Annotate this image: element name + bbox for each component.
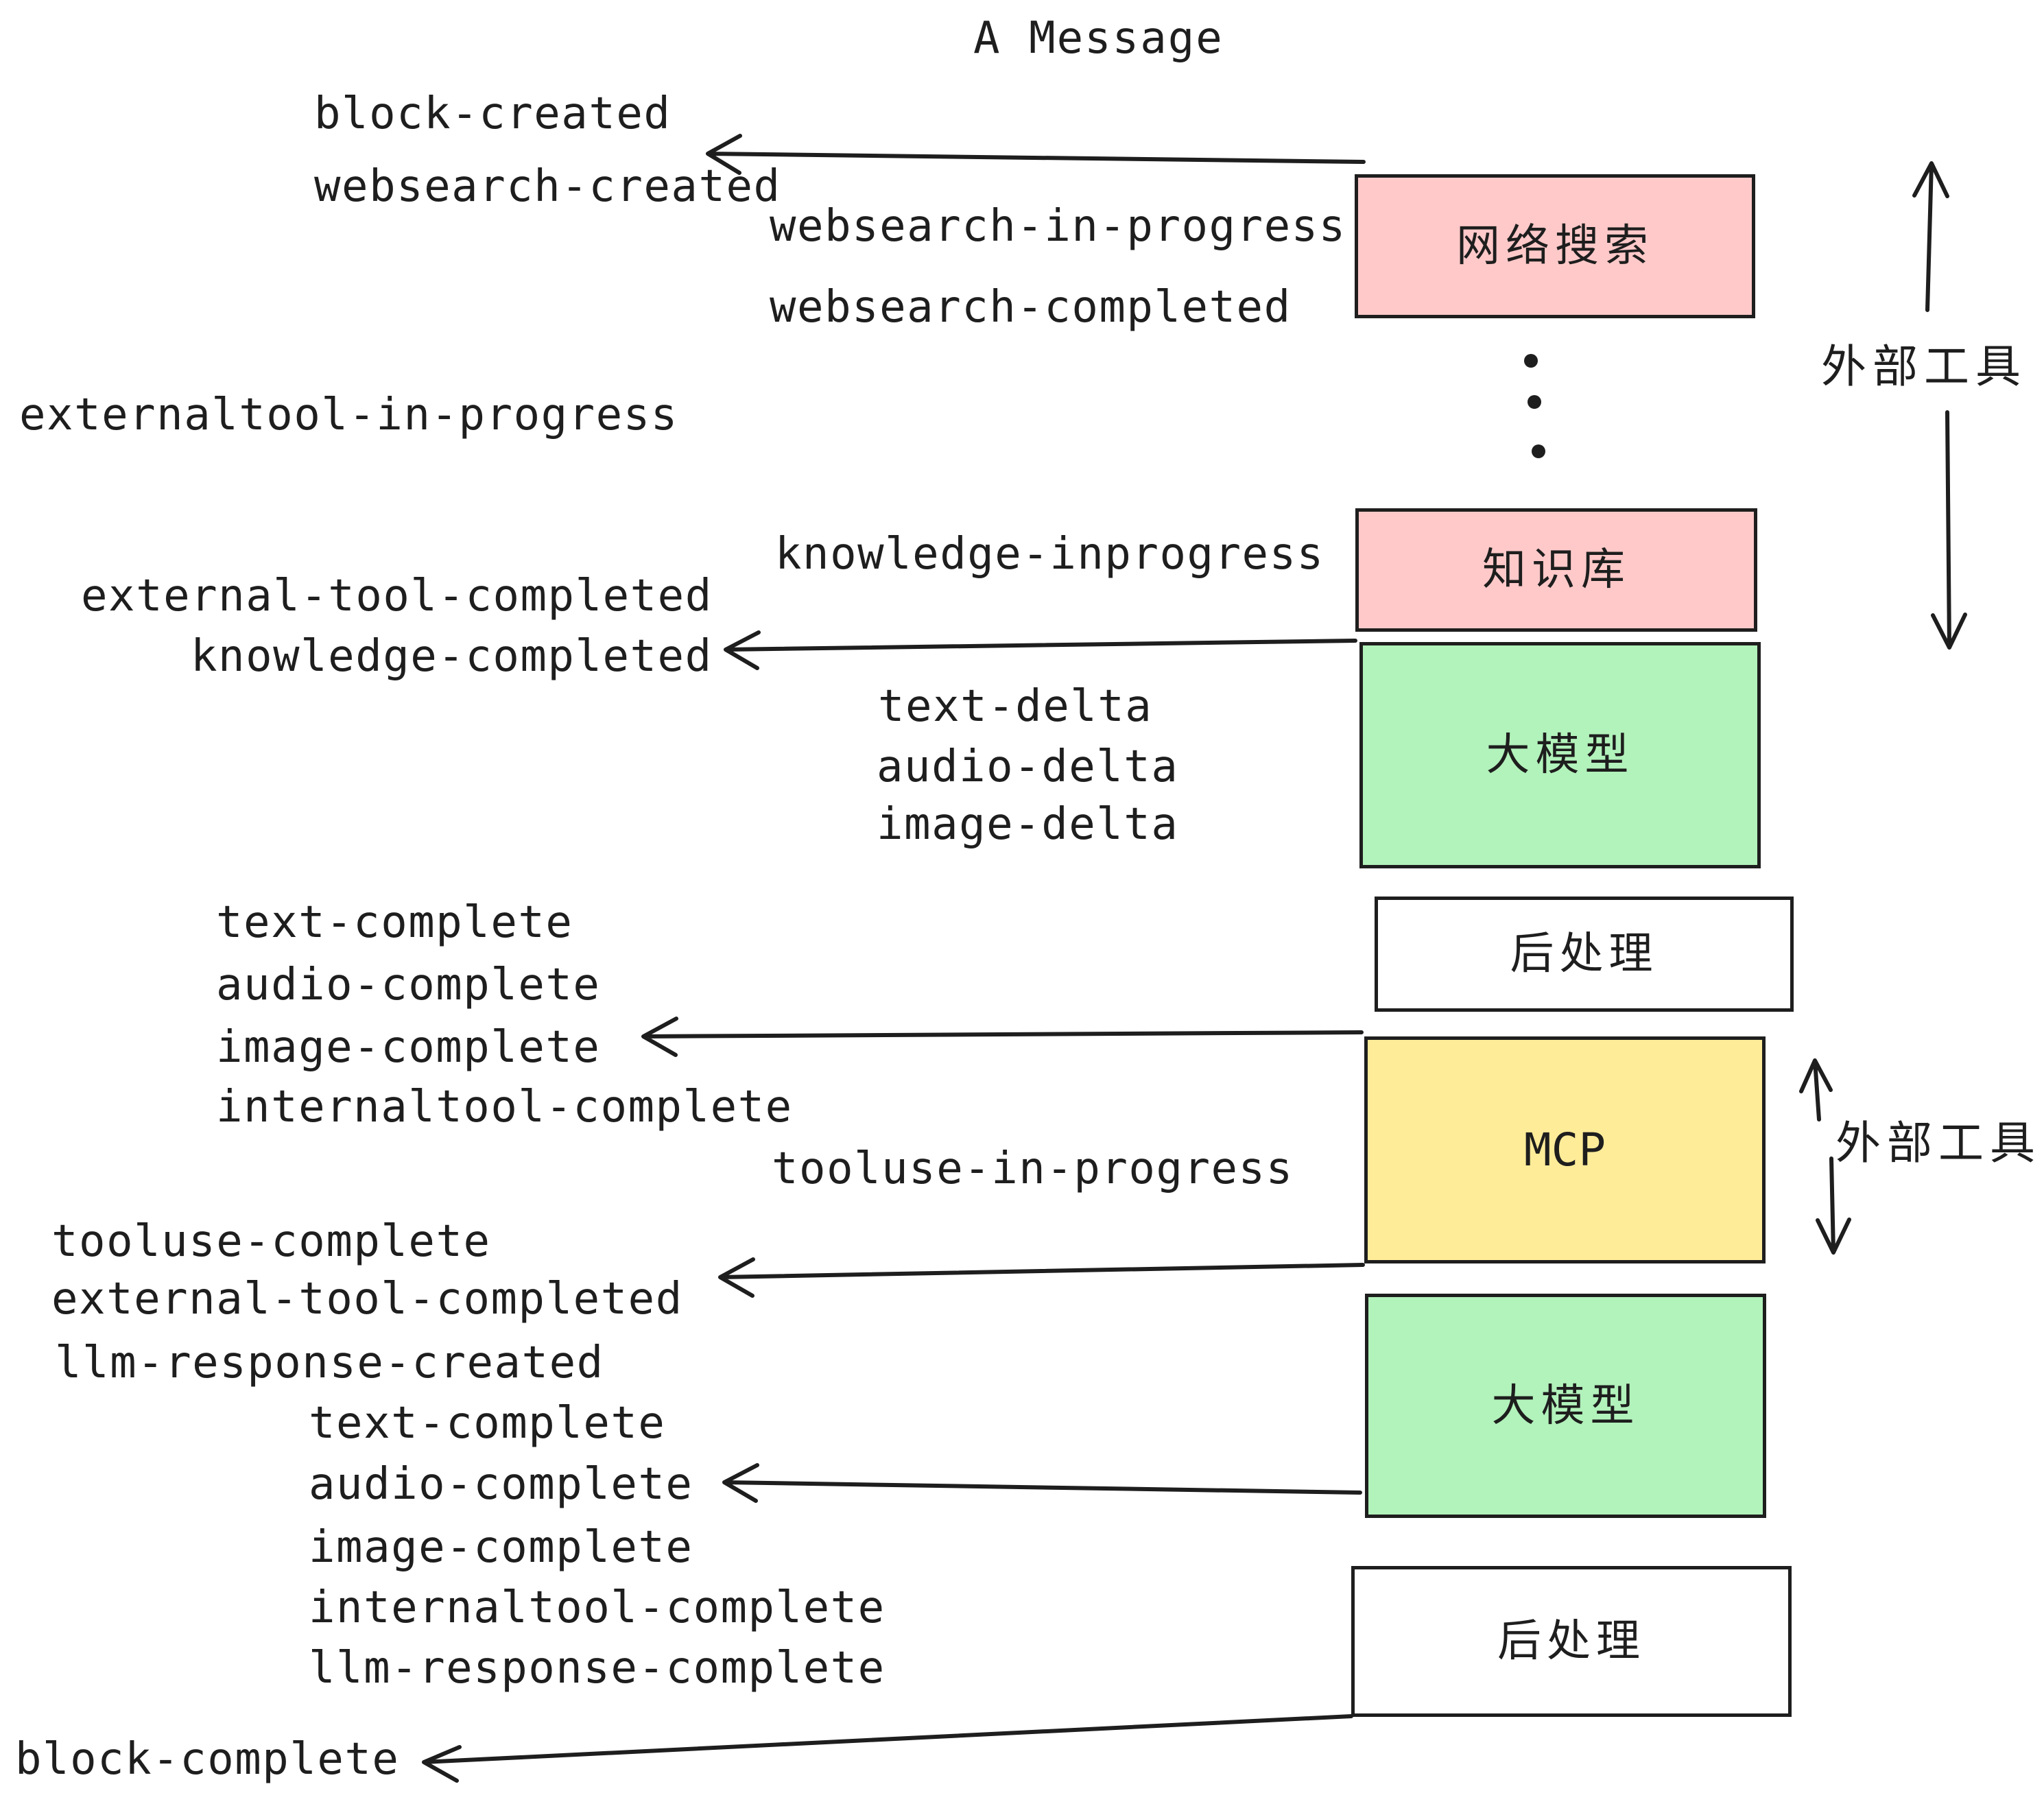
box-knowledge-base: 知识库 xyxy=(1355,508,1757,632)
arrow-to-knowledge-completed xyxy=(724,630,1357,670)
event-label-image-complete: image-complete xyxy=(216,1022,601,1073)
event-label-external-tool-completed-2: external-tool-completed xyxy=(51,1274,683,1325)
external-tools-down-arrow-1 xyxy=(1931,410,1967,650)
event-label-audio-delta: audio-delta xyxy=(877,741,1179,792)
event-label-internaltool-complete: internaltool-complete xyxy=(216,1082,793,1132)
event-label-audio-complete: audio-complete xyxy=(216,960,601,1010)
event-label-text-complete: text-complete xyxy=(216,897,573,948)
box-llm-1: 大模型 xyxy=(1359,642,1761,868)
event-label-tooluse-in-progress: tooluse-in-progress xyxy=(772,1143,1294,1194)
box-post-process-1-label: 后处理 xyxy=(1510,929,1659,980)
event-label-external-tool-completed: external-tool-completed xyxy=(81,571,713,621)
ellipsis-dots xyxy=(1524,354,1545,458)
external-tools-label-1: 外部工具 xyxy=(1821,340,2027,393)
event-label-text-delta: text-delta xyxy=(878,681,1153,732)
event-label-block-created: block-created xyxy=(314,88,672,139)
box-post-process-2-label: 后处理 xyxy=(1497,1616,1645,1667)
box-llm-2-label: 大模型 xyxy=(1491,1380,1640,1432)
event-label-externaltool-in-progress: externaltool-in-progress xyxy=(19,390,678,440)
event-label-websearch-completed: websearch-completed xyxy=(770,282,1292,333)
event-label-websearch-in-progress: websearch-in-progress xyxy=(770,201,1346,252)
page-title: A Message xyxy=(973,13,1224,64)
external-tools-up-arrow-1 xyxy=(1912,161,1949,312)
event-label-image-delta: image-delta xyxy=(877,799,1179,850)
arrow-to-image-complete xyxy=(641,1017,1364,1057)
box-llm-1-label: 大模型 xyxy=(1486,730,1635,781)
event-label-audio-complete-2: audio-complete xyxy=(309,1459,693,1510)
external-tools-down-arrow-2 xyxy=(1816,1156,1851,1255)
arrow-to-block-complete xyxy=(422,1714,1353,1783)
box-llm-2: 大模型 xyxy=(1365,1294,1766,1518)
event-label-text-complete-2: text-complete xyxy=(309,1398,666,1449)
arrow-to-block-created xyxy=(706,134,1366,175)
box-post-process-1: 后处理 xyxy=(1375,897,1794,1012)
event-label-knowledge-completed: knowledge-completed xyxy=(191,631,713,682)
event-label-llm-response-created: llm-response-created xyxy=(55,1338,604,1388)
event-label-image-complete-2: image-complete xyxy=(309,1522,693,1573)
event-label-tooluse-complete: tooluse-complete xyxy=(51,1216,491,1267)
box-web-search-label: 网络搜索 xyxy=(1456,221,1654,272)
box-web-search: 网络搜索 xyxy=(1355,174,1755,318)
external-tools-label-2: 外部工具 xyxy=(1835,1117,2041,1170)
event-label-knowledge-inprogress: knowledge-inprogress xyxy=(775,529,1324,580)
box-mcp: MCP xyxy=(1364,1036,1766,1263)
arrow-to-audio-complete xyxy=(722,1463,1362,1503)
event-label-block-complete: block-complete xyxy=(15,1734,400,1785)
external-tools-up-arrow-2 xyxy=(1799,1058,1833,1121)
box-knowledge-base-label: 知识库 xyxy=(1482,545,1630,595)
event-label-internaltool-complete-2: internaltool-complete xyxy=(309,1582,886,1633)
box-post-process-2: 后处理 xyxy=(1351,1566,1792,1717)
arrow-to-tooluse-complete xyxy=(718,1257,1365,1298)
event-label-llm-response-complete: llm-response-complete xyxy=(309,1643,886,1694)
event-label-websearch-created: websearch-created xyxy=(314,161,781,212)
box-mcp-label: MCP xyxy=(1523,1123,1606,1176)
